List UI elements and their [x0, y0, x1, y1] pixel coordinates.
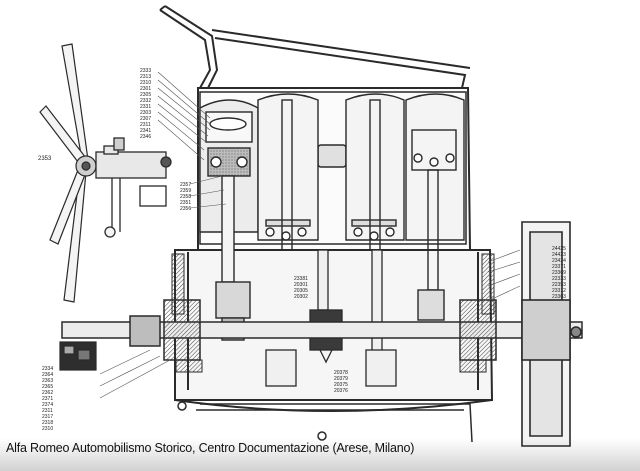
cylinder-2	[257, 93, 319, 251]
part-label: 20302	[294, 294, 308, 300]
water-pump	[95, 137, 172, 238]
part-label: 2317	[42, 414, 53, 420]
fan	[39, 43, 97, 303]
part-label: 2358	[180, 194, 191, 200]
cylinder-1	[199, 99, 259, 341]
part-label: 20378	[334, 370, 348, 376]
part-label: 23303	[552, 294, 566, 300]
part-label-fan: 2353	[38, 156, 52, 162]
part-label: 2303	[140, 110, 151, 116]
part-label: 2341	[140, 128, 151, 134]
part-label: 2311	[42, 408, 53, 414]
part-label: 23381	[294, 276, 308, 282]
cylinder-4	[405, 93, 465, 321]
caption-band	[0, 438, 640, 471]
part-label: 23369	[552, 270, 566, 276]
part-label: 24425	[552, 246, 566, 252]
part-labels-left-bottom: 2334236423632365236223712374231123172318…	[42, 366, 53, 432]
part-label: 20376	[334, 388, 348, 394]
part-label: 2313	[140, 74, 151, 80]
part-label: 22333	[552, 276, 566, 282]
part-label: 2310	[42, 426, 53, 432]
part-labels-right: 2442524423234242337123369223332235323312…	[552, 246, 566, 300]
part-label: 2311	[140, 122, 151, 128]
part-label: 2331	[140, 104, 151, 110]
part-label: 2363	[42, 378, 53, 384]
part-label: 2357	[180, 182, 191, 188]
part-label: 2332	[140, 98, 151, 104]
part-labels-left-top: 2333231323102301230523322331230323072311…	[140, 68, 151, 140]
part-label: 2351	[180, 200, 191, 206]
part-label: 2371	[42, 396, 53, 402]
oil-sump	[177, 401, 473, 443]
part-label: 2359	[180, 188, 191, 194]
part-label: 2301	[140, 86, 151, 92]
part-label: 2334	[42, 366, 53, 372]
part-label: 23424	[552, 258, 566, 264]
part-label: 2305	[140, 92, 151, 98]
part-label: 20375	[334, 382, 348, 388]
part-label: 20379	[334, 376, 348, 382]
crankcase-walls	[171, 253, 495, 373]
part-label: 2346	[140, 134, 151, 140]
part-label: 2307	[140, 116, 151, 122]
part-label: 2333	[140, 68, 151, 74]
part-label: 23312	[552, 288, 566, 294]
starter-unit	[59, 341, 97, 371]
part-label: 24423	[552, 252, 566, 258]
intake-pipe	[159, 5, 471, 91]
part-label: 2364	[42, 372, 53, 378]
part-label: 22353	[552, 282, 566, 288]
cylinder-3	[345, 93, 405, 251]
part-label: 2318	[42, 420, 53, 426]
part-label: 23371	[552, 264, 566, 270]
flywheel	[521, 221, 582, 447]
part-label: 2310	[140, 80, 151, 86]
part-label: 2365	[42, 384, 53, 390]
part-label: 20305	[294, 288, 308, 294]
part-label: 2362	[42, 390, 53, 396]
part-label: 2374	[42, 402, 53, 408]
photo-caption: Alfa Romeo Automobilismo Storico, Centro…	[6, 441, 415, 455]
part-label: 20301	[294, 282, 308, 288]
leader-lines	[99, 71, 521, 399]
part-label: 2356	[180, 206, 191, 212]
